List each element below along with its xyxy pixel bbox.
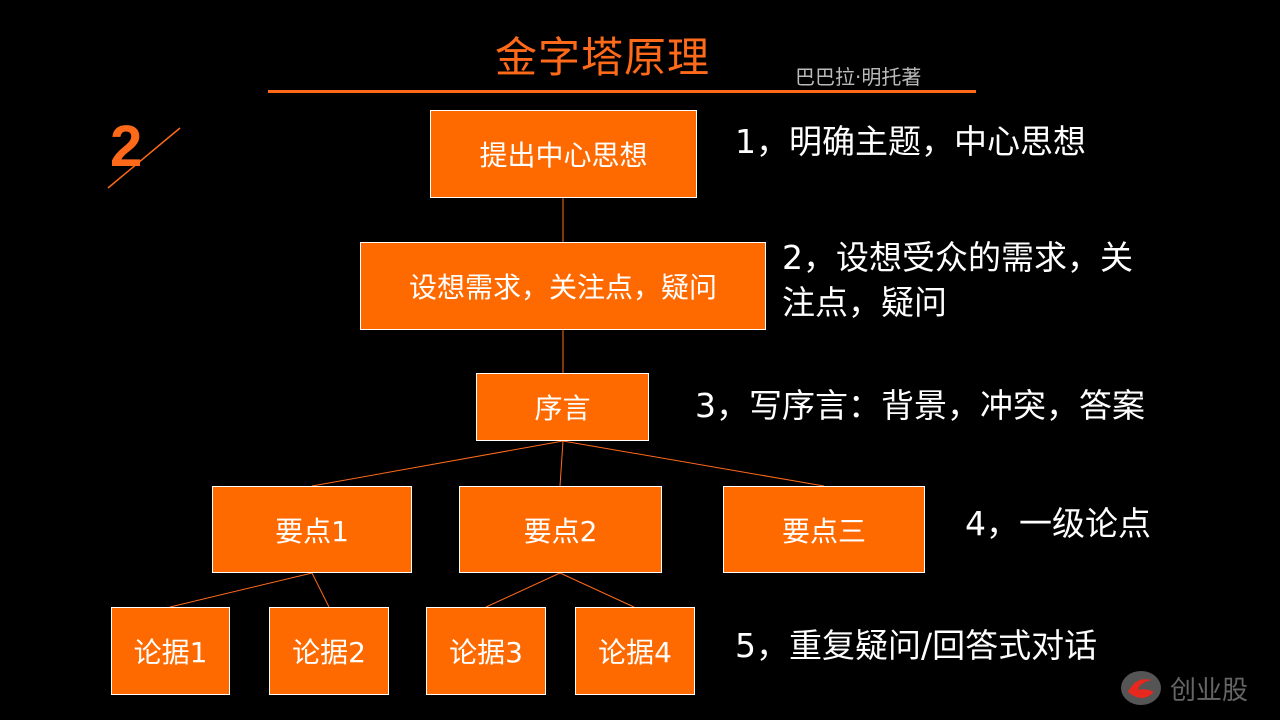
connector-point2-arg3 [485,572,561,608]
node-needs: 设想需求，关注点，疑问 [360,242,766,330]
note-step-5: 5，重复疑问/回答式对话 [735,626,1098,665]
node-argument-4: 论据4 [575,607,695,695]
slide-title: 金字塔原理 [495,33,711,82]
note-step-2-line-2: 注点，疑问 [782,283,947,322]
connector-preface-point3 [562,440,825,487]
connector-preface-point2 [559,440,564,487]
connector-preface-point1 [311,440,564,487]
author-credit: 巴巴拉·明托著 [795,65,922,89]
connector-point1-arg2 [311,572,330,608]
note-step-2-line-1: 2，设想受众的需求，关 [782,238,1133,277]
node-point-1: 要点1 [212,486,412,573]
node-preface: 序言 [476,373,649,441]
node-argument-1: 论据1 [111,607,230,695]
node-main-idea: 提出中心思想 [430,110,697,198]
connector-point2-arg4 [559,572,635,608]
node-argument-2: 论据2 [269,607,389,695]
brand-name: 创业股 [1170,675,1249,706]
note-step-4: 4，一级论点 [965,504,1151,543]
slide-number: 2 [110,114,143,179]
node-argument-3: 论据3 [426,607,546,695]
node-point-2: 要点2 [459,486,662,573]
brand-swirl-icon [1121,671,1161,705]
note-step-1: 1，明确主题，中心思想 [735,122,1086,161]
brand-logo: 创业股 [1118,668,1248,708]
node-point-3: 要点三 [723,486,925,573]
note-step-3: 3，写序言：背景，冲突，答案 [695,386,1145,425]
connector-point1-arg1 [169,572,313,608]
title-underline [268,90,976,93]
decorative-slash [107,127,181,189]
